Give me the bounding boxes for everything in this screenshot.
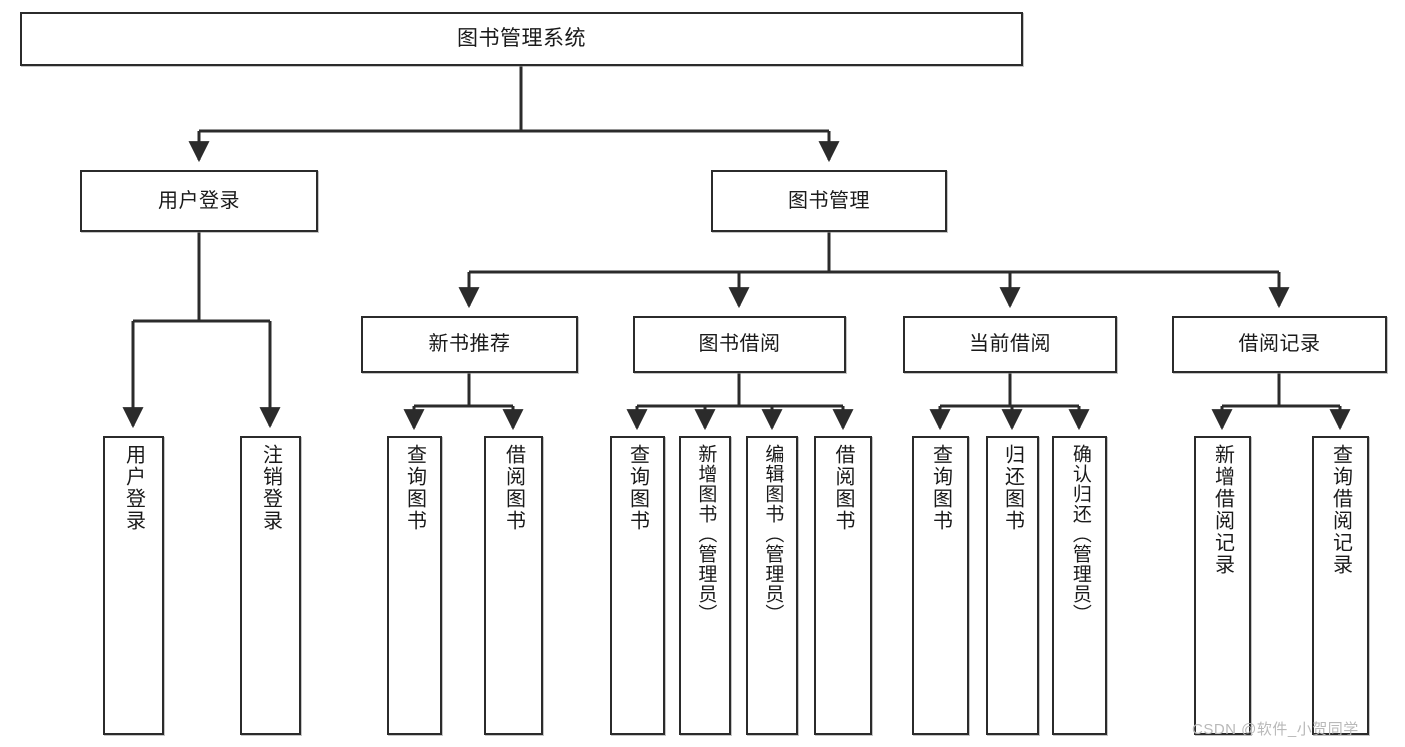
node-leaf-borrow-book-borrow-label: 借阅图书 [832,444,854,532]
node-book-borrow[interactable]: 图书借阅 [633,316,846,373]
node-book-manage-label: 图书管理 [788,189,870,212]
node-leaf-user-logout[interactable]: 注销登录 [240,436,301,735]
node-leaf-add-book-admin-label: 新增图书（管理员） [695,444,717,624]
node-leaf-borrow-book-recommend[interactable]: 借阅图书 [484,436,543,735]
node-leaf-user-logout-label: 注销登录 [259,444,282,532]
csdn-watermark: CSDN @软件_小贺同学 [1192,718,1359,739]
node-leaf-borrow-book-recommend-label: 借阅图书 [502,444,525,532]
node-borrow-record-label: 借阅记录 [1238,333,1321,356]
node-user-login-label: 用户登录 [158,189,240,212]
node-leaf-add-book-admin[interactable]: 新增图书（管理员） [679,436,731,735]
node-leaf-query-book-recommend[interactable]: 查询图书 [387,436,442,735]
node-leaf-confirm-return-admin[interactable]: 确认归还（管理员） [1052,436,1107,735]
node-borrow-record[interactable]: 借阅记录 [1172,316,1387,373]
node-user-login[interactable]: 用户登录 [80,170,318,232]
node-leaf-query-borrow-record[interactable]: 查询借阅记录 [1312,436,1369,735]
node-leaf-confirm-return-admin-label: 确认归还（管理员） [1069,444,1091,624]
node-leaf-query-borrow-record-label: 查询借阅记录 [1329,444,1352,576]
node-leaf-query-book-current[interactable]: 查询图书 [912,436,969,735]
node-leaf-user-login-label: 用户登录 [122,444,145,532]
node-leaf-borrow-book-borrow[interactable]: 借阅图书 [814,436,872,735]
node-current-borrow[interactable]: 当前借阅 [903,316,1117,373]
csdn-watermark-text: CSDN @软件_小贺同学 [1192,721,1359,738]
node-leaf-query-book-borrow-label: 查询图书 [626,444,649,532]
node-leaf-return-book-label: 归还图书 [1001,444,1024,532]
node-leaf-edit-book-admin[interactable]: 编辑图书（管理员） [746,436,798,735]
node-root[interactable]: 图书管理系统 [20,12,1023,66]
node-new-book-recommend[interactable]: 新书推荐 [361,316,578,373]
node-new-book-recommend-label: 新书推荐 [428,333,511,356]
node-leaf-query-book-borrow[interactable]: 查询图书 [610,436,665,735]
node-book-borrow-label: 图书借阅 [698,333,781,356]
node-leaf-return-book[interactable]: 归还图书 [986,436,1039,735]
node-leaf-edit-book-admin-label: 编辑图书（管理员） [762,444,784,624]
node-leaf-add-borrow-record-label: 新增借阅记录 [1211,444,1234,576]
node-current-borrow-label: 当前借阅 [969,333,1051,356]
node-leaf-add-borrow-record[interactable]: 新增借阅记录 [1194,436,1251,735]
node-book-manage[interactable]: 图书管理 [711,170,947,232]
node-leaf-user-login[interactable]: 用户登录 [103,436,164,735]
node-root-label: 图书管理系统 [457,27,586,51]
node-leaf-query-book-current-label: 查询图书 [929,444,952,532]
node-leaf-query-book-recommend-label: 查询图书 [403,444,426,532]
